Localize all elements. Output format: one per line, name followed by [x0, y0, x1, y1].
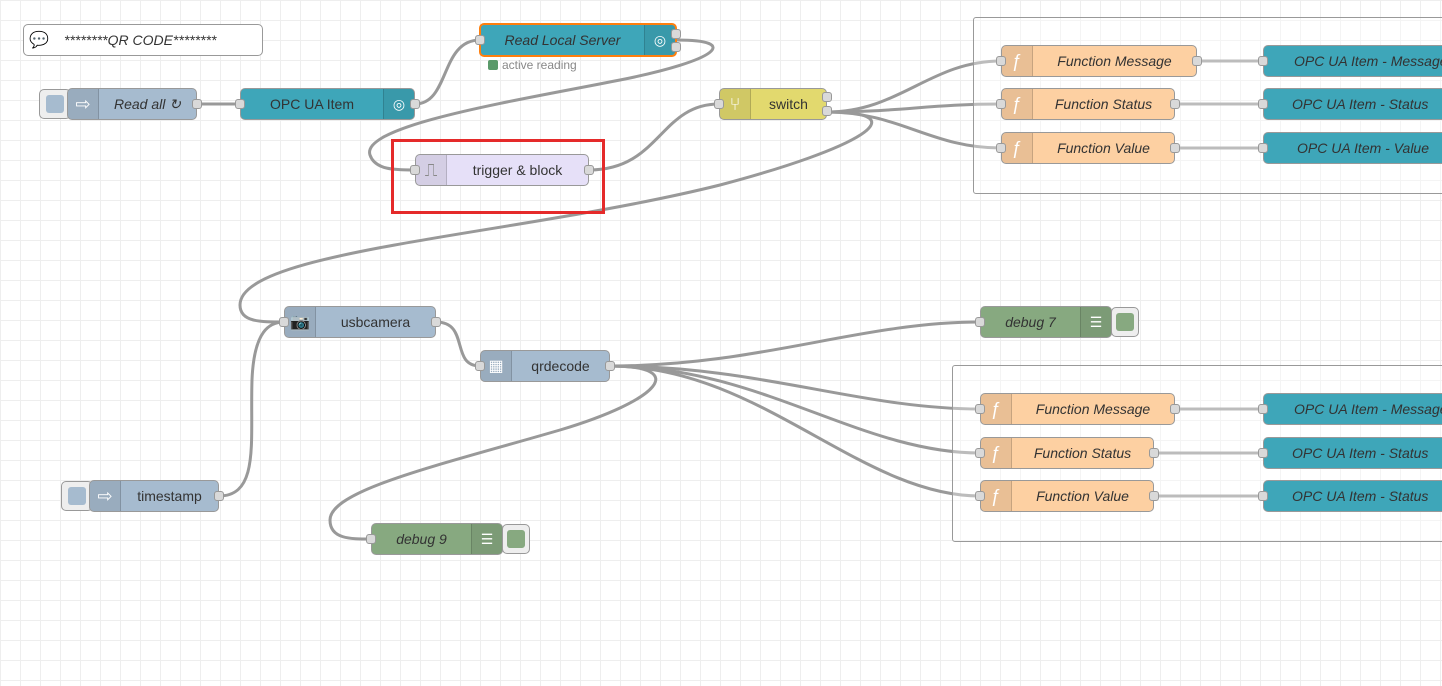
selection-highlight — [391, 139, 605, 214]
node-debug-7[interactable]: debug 7 ☰ — [975, 306, 1112, 338]
node-opcua-item-status-2[interactable]: OPC UA Item - Status — [1258, 437, 1442, 469]
function-icon: ƒ — [1002, 46, 1033, 76]
input-port[interactable] — [975, 317, 985, 327]
node-read-local-server[interactable]: Read Local Server ◎ — [475, 23, 681, 57]
comment-node[interactable]: 💬 ********QR CODE******** — [23, 24, 263, 56]
node-opcua-item-status-1[interactable]: OPC UA Item - Status — [1258, 88, 1442, 120]
node-function-message-2[interactable]: ƒ Function Message — [975, 393, 1180, 425]
output-port[interactable] — [1149, 448, 1159, 458]
output-port[interactable] — [192, 99, 202, 109]
inject-arrow-icon: ⇨ — [68, 89, 99, 119]
input-port[interactable] — [279, 317, 289, 327]
switch-icon: ⑂ — [720, 89, 751, 119]
output-port[interactable] — [410, 99, 420, 109]
output-port[interactable] — [1192, 56, 1202, 66]
wire — [588, 102, 720, 172]
output-port[interactable] — [431, 317, 441, 327]
function-icon: ƒ — [1002, 89, 1033, 119]
inject-arrow-icon: ⇨ — [90, 481, 121, 511]
input-port[interactable] — [1258, 56, 1268, 66]
input-port[interactable] — [1258, 448, 1268, 458]
node-opcua-item-value-1[interactable]: OPC UA Item - Value — [1258, 132, 1442, 164]
node-opc-ua-item[interactable]: OPC UA Item ◎ — [235, 88, 420, 120]
opcua-icon: ◎ — [644, 25, 675, 55]
comment-icon: 💬 — [29, 32, 49, 49]
wire — [826, 102, 1002, 114]
node-qrdecode[interactable]: ▦ qrdecode — [475, 350, 615, 382]
debug-toggle-button-9[interactable] — [502, 524, 530, 554]
inject-button-timestamp[interactable] — [61, 481, 93, 511]
node-function-value-2[interactable]: ƒ Function Value — [975, 480, 1159, 512]
input-port[interactable] — [996, 99, 1006, 109]
wire — [328, 364, 658, 541]
output-port[interactable] — [1170, 143, 1180, 153]
debug-list-icon: ☰ — [1080, 307, 1111, 337]
wire — [609, 364, 981, 411]
wire — [609, 364, 981, 455]
output-port[interactable] — [822, 92, 832, 102]
input-port[interactable] — [1258, 491, 1268, 501]
function-icon: ƒ — [981, 481, 1012, 511]
comment-text: ********QR CODE******** — [64, 32, 217, 48]
input-port[interactable] — [235, 99, 245, 109]
input-port[interactable] — [996, 56, 1006, 66]
input-port[interactable] — [996, 143, 1006, 153]
status-dot-icon — [488, 60, 498, 70]
wire — [826, 59, 1002, 114]
qr-code-icon: ▦ — [481, 351, 512, 381]
output-port-2[interactable] — [822, 106, 832, 116]
trigger-icon: ⎍ — [416, 155, 447, 185]
input-port[interactable] — [1258, 99, 1268, 109]
opcua-icon: ◎ — [383, 89, 414, 119]
input-port[interactable] — [975, 448, 985, 458]
wire — [609, 320, 981, 368]
function-icon: ƒ — [981, 438, 1012, 468]
node-debug-9[interactable]: debug 9 ☰ — [366, 523, 503, 555]
debug-list-icon: ☰ — [471, 524, 502, 554]
function-icon: ƒ — [981, 394, 1012, 424]
function-icon: ƒ — [1002, 133, 1033, 163]
output-port[interactable] — [214, 491, 224, 501]
output-port[interactable] — [605, 361, 615, 371]
output-port[interactable] — [584, 165, 594, 175]
output-port[interactable] — [1149, 491, 1159, 501]
node-function-status-2[interactable]: ƒ Function Status — [975, 437, 1159, 469]
wire — [218, 320, 285, 498]
wire — [609, 364, 981, 498]
node-trigger-block[interactable]: ⎍ trigger & block — [410, 154, 594, 186]
node-usbcamera[interactable]: 📷 usbcamera — [279, 306, 441, 338]
input-port[interactable] — [714, 99, 724, 109]
node-opcua-item-message-1[interactable]: OPC UA Item - Message — [1258, 45, 1442, 77]
input-port[interactable] — [1258, 143, 1268, 153]
node-opcua-item-status-3[interactable]: OPC UA Item - Status — [1258, 480, 1442, 512]
wire — [368, 38, 715, 172]
input-port[interactable] — [975, 491, 985, 501]
node-function-message-1[interactable]: ƒ Function Message — [996, 45, 1202, 77]
debug-toggle-button-7[interactable] — [1111, 307, 1139, 337]
wire — [414, 38, 481, 106]
node-opcua-item-message-2[interactable]: OPC UA Item - Message — [1258, 393, 1442, 425]
node-function-value-1[interactable]: ƒ Function Value — [996, 132, 1180, 164]
input-port[interactable] — [410, 165, 420, 175]
node-read-all[interactable]: ⇨ Read all ↻ — [67, 88, 202, 120]
wire — [238, 110, 874, 324]
input-port[interactable] — [475, 361, 485, 371]
camera-icon: 📷 — [285, 307, 316, 337]
output-port[interactable] — [1170, 99, 1180, 109]
output-port[interactable] — [1170, 404, 1180, 414]
wire — [435, 320, 481, 368]
output-port[interactable] — [671, 29, 681, 39]
node-timestamp[interactable]: ⇨ timestamp — [89, 480, 224, 512]
node-function-status-1[interactable]: ƒ Function Status — [996, 88, 1180, 120]
input-port[interactable] — [475, 35, 485, 45]
output-port-2[interactable] — [671, 42, 681, 52]
input-port[interactable] — [366, 534, 376, 544]
input-port[interactable] — [1258, 404, 1268, 414]
input-port[interactable] — [975, 404, 985, 414]
status-indicator: active reading — [488, 58, 577, 72]
wire — [826, 110, 1002, 150]
node-switch[interactable]: ⑂ switch — [714, 88, 832, 120]
